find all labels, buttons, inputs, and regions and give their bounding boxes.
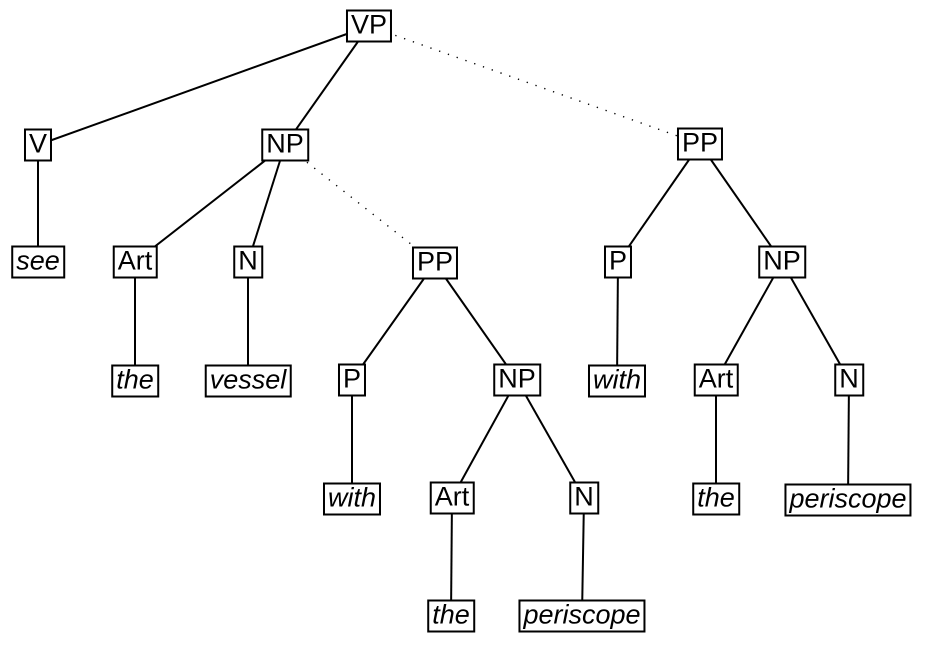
tree-node-with2: with [587,364,647,398]
edge-vp-pp2-dotted [368,25,701,145]
tree-node-periscope2: periscope [518,599,646,633]
tree-node-vp: VP [345,9,393,43]
tree-node-p1: P [337,363,367,397]
tree-node-the1: the [111,364,159,398]
edge-pp1-np2 [434,262,518,381]
tree-node-np3: NP [758,245,806,279]
tree-node-art3: Art [693,363,739,397]
edge-np2-art2 [451,379,518,499]
edge-pp1-p1 [351,262,436,381]
tree-node-pp2: PP [676,127,724,161]
edge-art2-the2 [450,497,453,617]
tree-node-n1: N [233,245,263,279]
edge-pp2-p2 [617,143,701,263]
tree-node-the3: the [692,482,740,516]
tree-node-p2: P [603,245,633,279]
tree-node-np2: NP [493,363,541,397]
edge-np3-art3 [715,261,783,381]
tree-node-n3: N [834,363,864,397]
tree-node-v: V [23,128,53,162]
edge-np3-n3 [781,261,850,381]
edge-vp-np1 [284,25,370,146]
tree-node-with1: with [322,482,382,516]
tree-node-n2: N [569,481,599,515]
edge-n2-periscope2 [581,497,585,617]
tree-node-art1: Art [112,245,158,279]
edge-n3-periscope3 [847,379,850,501]
tree-node-periscope3: periscope [784,483,912,517]
edge-np2-n2 [516,379,585,499]
edge-np1-pp1-dotted [284,144,436,264]
tree-node-np1: NP [261,128,309,162]
edge-pp2-np3 [699,143,783,263]
edge-p2-with2 [616,261,619,382]
tree-node-see: see [11,245,65,279]
tree-node-pp1: PP [411,246,459,280]
tree-node-vessel: vessel [204,364,292,398]
edge-vp-v [37,25,370,146]
edge-np1-art1 [134,144,286,263]
tree-node-art2: Art [429,481,475,515]
edge-np1-n1 [247,144,286,263]
tree-node-the2: the [427,599,475,633]
